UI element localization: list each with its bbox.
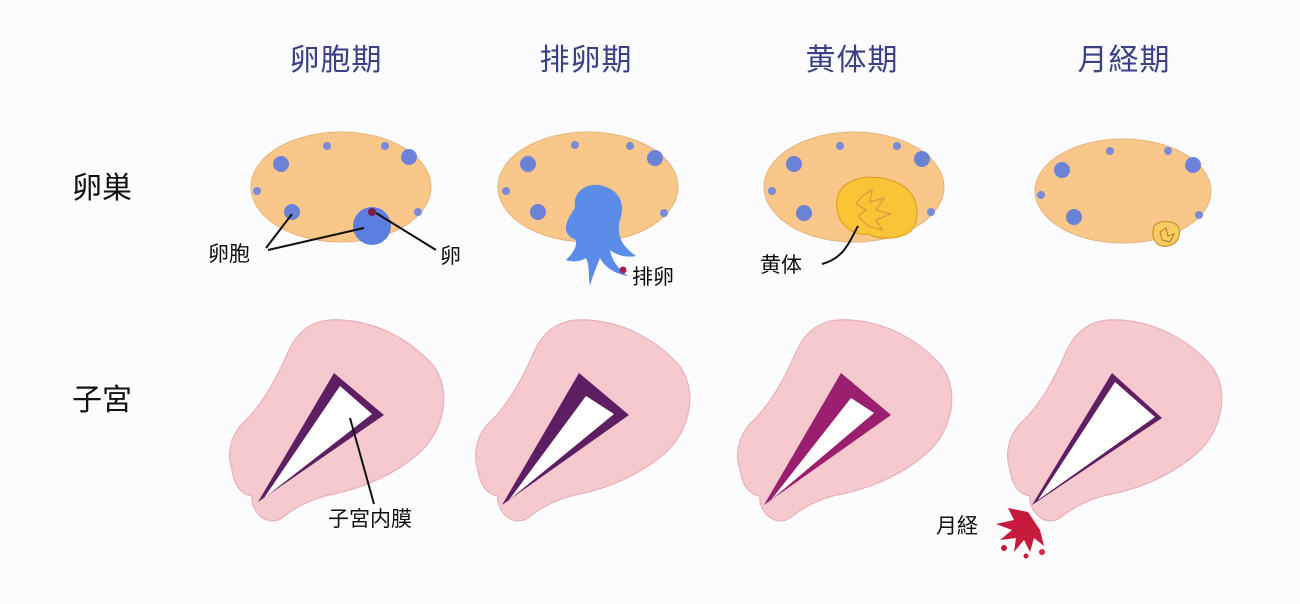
label-endometrium: 子宮内膜 (328, 507, 412, 531)
phase-label-menstrual: 月経期 (1078, 43, 1171, 78)
regressed-corpus-luteum (1152, 220, 1181, 247)
follicle (914, 151, 930, 167)
label-menstruation: 月経 (936, 514, 978, 538)
phase-label-follicular: 卵胞期 (290, 43, 383, 78)
follicle (647, 150, 663, 166)
uterine-cavity (771, 398, 874, 500)
follicle (284, 204, 300, 220)
follicle (1054, 162, 1070, 178)
regressed-corpus-luteum-texture (1159, 227, 1175, 243)
released-egg (619, 266, 627, 274)
uterus-follicular: 子宮内膜 (229, 319, 445, 531)
blood-drop (1039, 549, 1045, 555)
phase-label-luteal: 黄体期 (806, 43, 899, 78)
follicle (253, 187, 261, 195)
follicle (381, 142, 389, 150)
follicle (502, 187, 510, 195)
uterine-cavity (264, 386, 372, 498)
follicle (660, 209, 668, 217)
row-label-uterus: 子宮 (72, 383, 132, 418)
follicle (836, 142, 844, 150)
follicle (626, 142, 634, 150)
phase-label-ovulation: 排卵期 (540, 43, 633, 78)
uterine-cavity (1038, 382, 1155, 500)
follicle (893, 142, 901, 150)
label-corpus-luteum: 黄体 (760, 253, 802, 277)
label-follicle: 卵胞 (208, 242, 250, 266)
leader-line (267, 227, 365, 251)
follicle (768, 187, 776, 195)
follicle (530, 204, 546, 220)
ovary-follicular: 卵胞 卵 (208, 131, 461, 268)
uterus-menstrual: 月経 (936, 319, 1223, 559)
label-egg: 卵 (440, 244, 461, 268)
follicle (414, 208, 422, 216)
follicle (1164, 147, 1172, 155)
follicle (323, 142, 331, 150)
follicle (273, 156, 289, 172)
ovary-body (250, 131, 432, 243)
follicle (1066, 209, 1082, 225)
follicle (1106, 147, 1114, 155)
follicle (1037, 191, 1045, 199)
blood-drop (1023, 553, 1029, 559)
ovary-menstrual (1034, 138, 1212, 247)
follicle (927, 208, 935, 216)
follicle (1195, 211, 1203, 219)
label-ovulation: 排卵 (632, 265, 674, 289)
corpus-luteum-texture (854, 188, 893, 232)
ruptured-follicle (565, 184, 636, 286)
menstrual-blood (996, 508, 1045, 559)
leader-line (375, 212, 437, 251)
ovary-luteal: 黄体 (760, 131, 945, 277)
egg (368, 208, 376, 216)
blood-drop (1001, 545, 1007, 551)
follicle (1185, 157, 1201, 173)
uterus-luteal (737, 319, 953, 522)
leader-line (349, 417, 375, 505)
leader-line (821, 225, 859, 265)
ovary-ovulation: 排卵 (497, 131, 679, 289)
follicle (571, 141, 579, 149)
leader-line (265, 213, 293, 249)
follicle (796, 205, 812, 221)
follicle (786, 156, 802, 172)
uterine-cavity (509, 396, 614, 500)
row-label-ovary: 卵巣 (72, 171, 132, 206)
ovary-body (1034, 138, 1212, 244)
uterus-ovulation (475, 319, 691, 522)
follicle (520, 156, 536, 172)
blood-splatter (996, 508, 1044, 552)
follicle (401, 149, 417, 165)
